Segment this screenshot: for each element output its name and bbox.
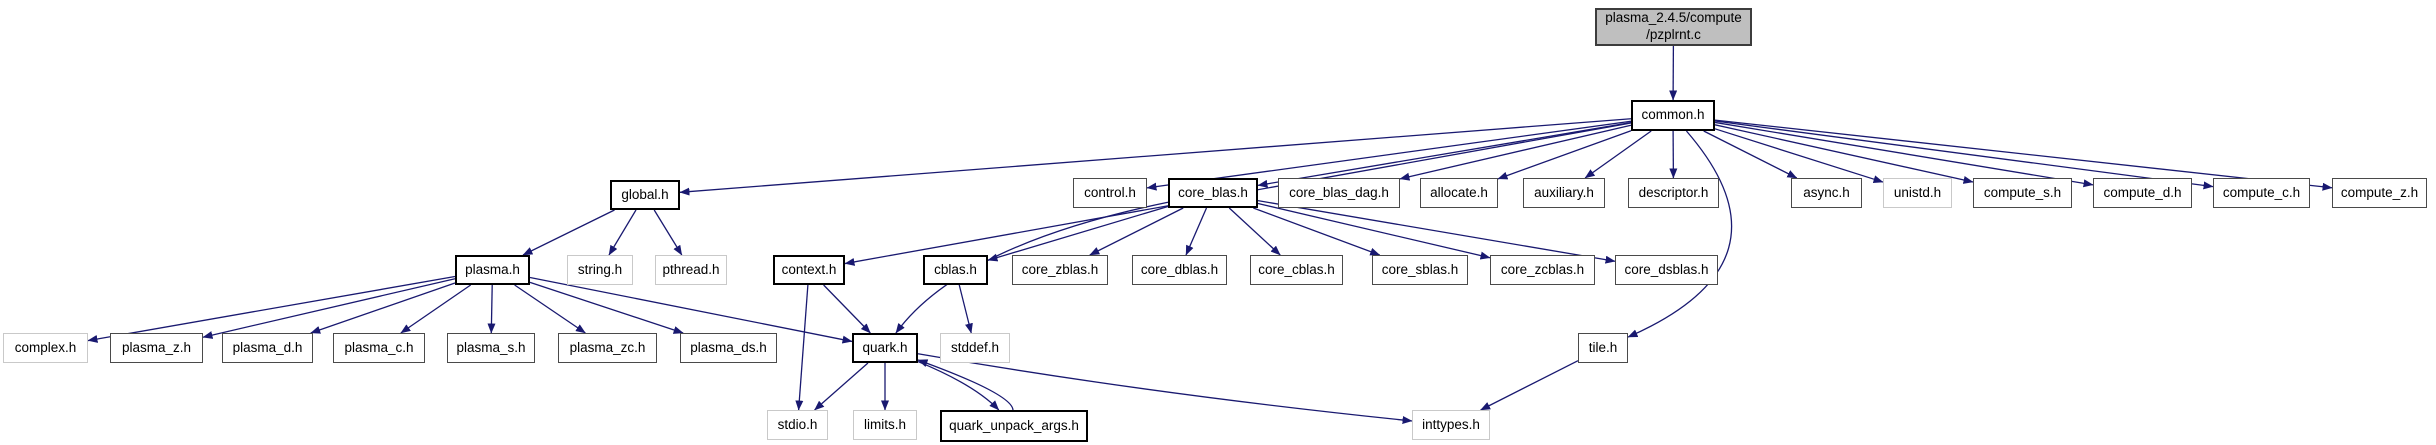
edge-plasma-h-to-plasma-c-h — [400, 284, 472, 334]
node-core-blas-h[interactable]: core_blas.h — [1168, 178, 1258, 208]
edge-common-h-to-unistd-h — [1714, 128, 1884, 184]
edge-tile-h-to-inttypes-h — [1480, 360, 1579, 411]
edge-context-h-to-quark-h — [823, 284, 871, 334]
node-plasma-ds-h[interactable]: plasma_ds.h — [680, 333, 777, 363]
edge-plasma-h-to-plasma-d-h — [310, 282, 456, 334]
edge-common-h-to-compute-d-h — [1714, 121, 2094, 188]
edge-plasma-h-to-complex-h — [87, 275, 456, 343]
node-quark-unpack-args-h[interactable]: quark_unpack_args.h — [940, 410, 1088, 442]
node-compute-z-h[interactable]: compute_z.h — [2332, 178, 2427, 208]
node-compute-c-h[interactable]: compute_c.h — [2213, 178, 2310, 208]
edge-global-h-to-plasma-h — [522, 209, 615, 256]
edge-common-h-to-auxiliary-h — [1584, 130, 1652, 179]
edge-common-h-to-core-blas-dag-h — [1399, 124, 1632, 181]
edge-common-h-to-core-blas-h — [1257, 121, 1632, 188]
edge-cblas-h-to-stddef-h — [958, 284, 973, 334]
node-plasma-s-h[interactable]: plasma_s.h — [447, 333, 535, 363]
node-inttypes-h: inttypes.h — [1412, 410, 1490, 440]
edge-quark-h-to-stdio-h — [814, 362, 869, 411]
edge-common-h-to-compute-z-h — [1714, 119, 2333, 191]
node-core-dblas-h[interactable]: core_dblas.h — [1132, 255, 1227, 285]
edge-quark-h-to-quark-unpack-args-h — [917, 360, 1000, 411]
node-descriptor-h[interactable]: descriptor.h — [1628, 178, 1719, 208]
node-complex-h: complex.h — [3, 333, 88, 363]
node-plasma-z-h[interactable]: plasma_z.h — [110, 333, 203, 363]
node-tile-h[interactable]: tile.h — [1578, 333, 1628, 363]
edge-quark-h-to-inttypes-h — [917, 353, 1413, 424]
node-core-blas-dag-h[interactable]: core_blas_dag.h — [1278, 178, 1400, 208]
edge-common-h-to-compute-c-h — [1714, 120, 2214, 190]
node-compute-s-h[interactable]: compute_s.h — [1973, 178, 2072, 208]
edge-plasma-h-to-plasma-ds-h — [529, 281, 684, 334]
node-auxiliary-h[interactable]: auxiliary.h — [1523, 178, 1605, 208]
node-core-cblas-h[interactable]: core_cblas.h — [1250, 255, 1343, 285]
edge-core-blas-h-to-core-zblas-h — [1089, 207, 1184, 256]
edge-common-h-to-async-h — [1703, 130, 1798, 179]
node-string-h: string.h — [567, 255, 633, 285]
node-global-h[interactable]: global.h — [610, 180, 680, 210]
node-plasma-zc-h[interactable]: plasma_zc.h — [558, 333, 657, 363]
edge-core-blas-h-to-core-dblas-h — [1185, 207, 1208, 256]
edge-context-h-to-stdio-h — [795, 284, 809, 411]
edge-core-blas-h-to-core-sblas-h — [1253, 207, 1381, 256]
edge-common-h-to-tile-h — [1627, 130, 1733, 338]
edge-core-blas-h-to-core-zcblas-h — [1257, 202, 1491, 260]
node-quark-h[interactable]: quark.h — [852, 333, 918, 363]
node-core-sblas-h[interactable]: core_sblas.h — [1372, 255, 1468, 285]
node-stdio-h: stdio.h — [767, 410, 828, 440]
edge-plasma-h-to-plasma-zc-h — [514, 284, 586, 334]
node-context-h[interactable]: context.h — [773, 255, 845, 285]
edge-global-h-to-pthread-h — [653, 209, 683, 256]
node-pthread-h: pthread.h — [655, 255, 727, 285]
node-plasma-d-h[interactable]: plasma_d.h — [222, 333, 313, 363]
node-core-zblas-h[interactable]: core_zblas.h — [1012, 255, 1108, 285]
edge-core-blas-h-to-core-dsblas-h — [1257, 200, 1616, 264]
node-control-h[interactable]: control.h — [1073, 178, 1147, 208]
node-stddef-h: stddef.h — [940, 333, 1010, 363]
edge-core-blas-h-to-cblas-h — [987, 205, 1169, 262]
node-cblas-h[interactable]: cblas.h — [923, 255, 988, 285]
edge-common-h-to-allocate-h — [1497, 130, 1632, 180]
edge-common-h-to-control-h — [1146, 120, 1632, 191]
node-limits-h: limits.h — [853, 410, 917, 440]
node-async-h[interactable]: async.h — [1791, 178, 1862, 208]
edge-core-blas-h-to-core-cblas-h — [1228, 207, 1281, 256]
edge-common-h-to-global-h — [679, 118, 1632, 196]
node-unistd-h: unistd.h — [1883, 178, 1952, 208]
edge-plasma-h-to-plasma-z-h — [202, 278, 456, 339]
edge-global-h-to-string-h — [608, 209, 637, 256]
node-compute-d-h[interactable]: compute_d.h — [2093, 178, 2192, 208]
node-allocate-h[interactable]: allocate.h — [1420, 178, 1498, 208]
node-plasma-c-h[interactable]: plasma_c.h — [333, 333, 425, 363]
edge-core-blas-h-to-quark-h — [895, 201, 1169, 334]
node-core-dsblas-h[interactable]: core_dsblas.h — [1615, 255, 1718, 285]
edge-common-h-to-compute-s-h — [1714, 124, 1974, 184]
edge-plasma-h-to-plasma-s-h — [487, 284, 496, 334]
node-common-h[interactable]: common.h — [1631, 100, 1715, 131]
node-root: plasma_2.4.5/compute /pzplrnt.c — [1595, 8, 1752, 46]
edge-plasma-h-to-quark-h — [529, 276, 853, 344]
edge-quark-unpack-args-h-to-quark-h — [917, 359, 1014, 411]
node-core-zcblas-h[interactable]: core_zcblas.h — [1490, 255, 1595, 285]
node-plasma-h[interactable]: plasma.h — [455, 255, 530, 285]
